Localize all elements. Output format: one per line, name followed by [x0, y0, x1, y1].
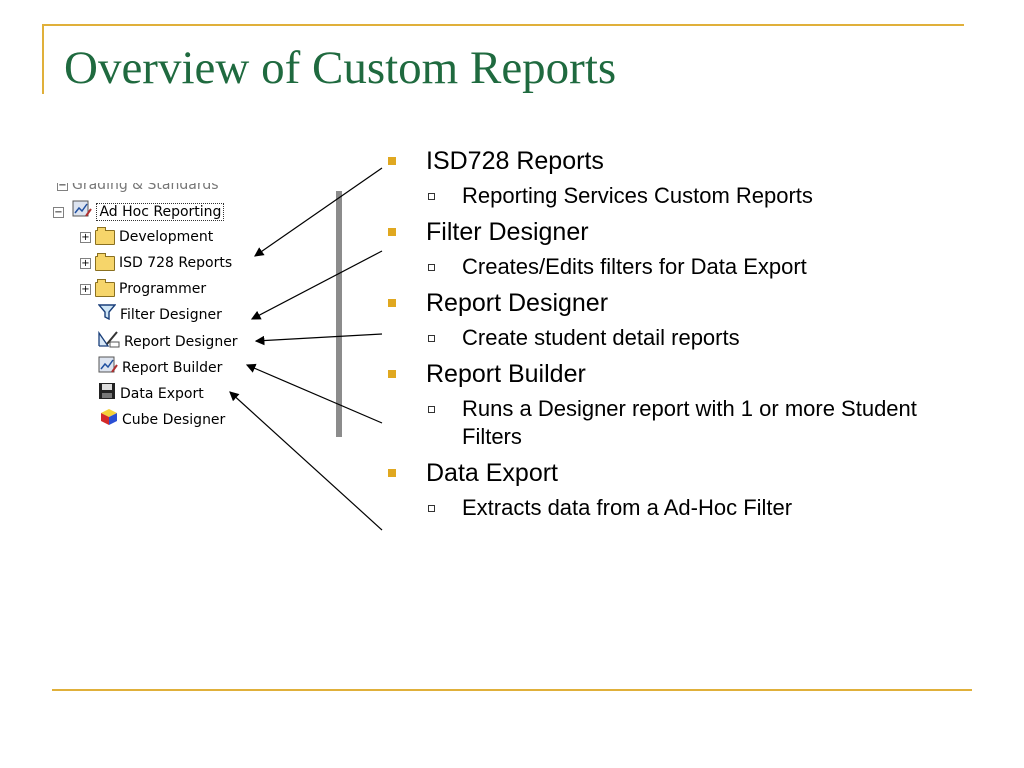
tree-item-partial: −Grading & Standards: [57, 183, 219, 195]
tree-folder-development[interactable]: +Development: [80, 226, 214, 245]
scrollbar[interactable]: [336, 191, 342, 437]
designer-icon: [98, 330, 120, 354]
folder-icon: [95, 278, 115, 297]
tree-tool-report-designer[interactable]: Report Designer: [98, 330, 238, 350]
arrow-report-designer: [254, 333, 383, 346]
sub-bullet: Creates/Edits filters for Data Export: [386, 253, 986, 281]
tree-root[interactable]: − Ad Hoc Reporting: [53, 200, 225, 221]
expand-icon[interactable]: +: [80, 283, 91, 295]
hollow-square-icon: [428, 264, 435, 271]
top-rule: [44, 24, 964, 26]
bottom-rule: [52, 689, 972, 691]
collapse-icon: −: [57, 183, 68, 191]
hollow-square-icon: [428, 193, 435, 200]
tree-tool-filter-designer[interactable]: Filter Designer: [97, 304, 222, 326]
bullet-report-builder: Report Builder: [386, 359, 986, 389]
bullet-filter-designer: Filter Designer: [386, 217, 986, 247]
bullet-isd728: ISD728 Reports: [386, 146, 986, 176]
tree-screenshot: −Grading & Standards − Ad Hoc Reporting …: [43, 183, 343, 437]
folder-icon: [95, 226, 115, 245]
bullet-report-designer: Report Designer: [386, 288, 986, 318]
bullet-data-export: Data Export: [386, 458, 986, 488]
cube-icon: [100, 408, 118, 432]
hollow-square-icon: [428, 406, 435, 413]
left-rule: [42, 24, 44, 94]
folder-icon: [95, 252, 115, 271]
arrow-report-builder: [245, 363, 383, 424]
slide-title: Overview of Custom Reports: [64, 42, 617, 94]
floppy-disk-icon: [98, 382, 116, 406]
tree-tool-report-builder[interactable]: Report Builder: [98, 356, 222, 376]
bullet-square-icon: [388, 370, 396, 378]
sub-bullet: Reporting Services Custom Reports: [386, 182, 986, 210]
tree-tool-cube-designer[interactable]: Cube Designer: [100, 408, 225, 428]
bullet-square-icon: [388, 228, 396, 236]
report-icon: [98, 356, 118, 380]
bullet-square-icon: [388, 157, 396, 165]
tree-folder-programmer[interactable]: +Programmer: [80, 278, 207, 297]
report-icon: [72, 200, 93, 224]
arrow-filter-designer: [250, 250, 383, 320]
funnel-icon: [97, 304, 117, 326]
hollow-square-icon: [428, 335, 435, 342]
tree-folder-isd728[interactable]: +ISD 728 Reports: [80, 252, 233, 271]
bullet-square-icon: [388, 469, 396, 477]
expand-icon[interactable]: +: [80, 231, 91, 243]
expand-icon[interactable]: +: [80, 257, 91, 269]
arrow-isd728: [254, 167, 383, 257]
sub-bullet: Runs a Designer report with 1 or more St…: [386, 395, 942, 451]
arrow-data-export: [229, 391, 383, 531]
bullet-list: ISD728 Reports Reporting Services Custom…: [386, 146, 986, 529]
sub-bullet: Create student detail reports: [386, 324, 986, 352]
tree-tool-data-export[interactable]: Data Export: [98, 382, 204, 402]
sub-bullet: Extracts data from a Ad-Hoc Filter: [386, 494, 986, 522]
collapse-icon[interactable]: −: [53, 206, 64, 218]
bullet-square-icon: [388, 299, 396, 307]
hollow-square-icon: [428, 505, 435, 512]
